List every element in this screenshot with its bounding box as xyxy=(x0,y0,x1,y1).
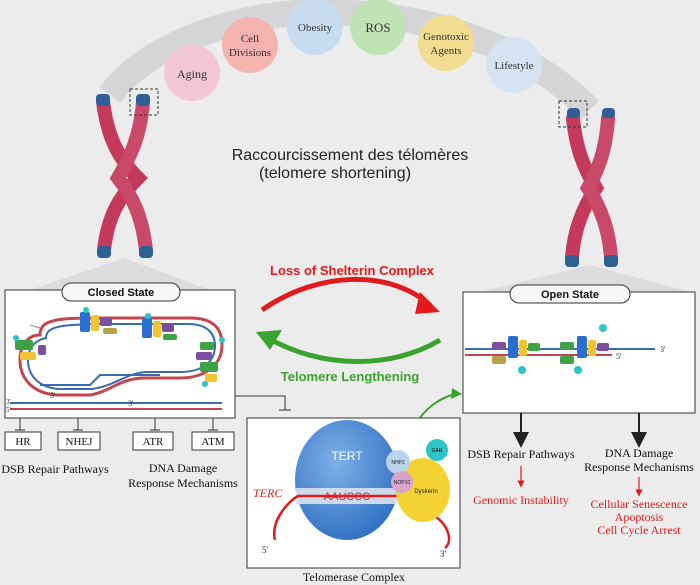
tert-protein xyxy=(295,420,399,540)
open-5-label: 5' xyxy=(616,352,622,361)
atr-label: ATR xyxy=(143,436,164,448)
left-5-label: 5' xyxy=(6,406,11,414)
nop10-label: NOP10 xyxy=(394,480,411,486)
shelterin-complex-4 xyxy=(196,337,225,387)
factor-label-line2: Divisions xyxy=(229,47,271,59)
factor-cell-divisions: Cell Divisions xyxy=(222,17,278,73)
genomic-instability-label: Genomic Instability xyxy=(473,493,569,507)
factor-label: Lifestyle xyxy=(494,60,533,72)
hr-label: HR xyxy=(15,436,31,448)
lengthening-arrow xyxy=(266,335,442,364)
nhp2-label: NHP2 xyxy=(391,460,405,466)
chromosome-left xyxy=(96,88,159,258)
hr-box xyxy=(4,431,42,451)
diagram-title-line1: Raccourcissement des télomères xyxy=(232,147,469,164)
terc-label: TERC xyxy=(253,486,283,500)
factor-genotoxic-agents: Genotoxic Agents xyxy=(418,15,474,71)
closed-damage-group: ATR ATM DNA Damage Response Mechanisms xyxy=(128,431,238,490)
senescence-label: Cellular Senescence xyxy=(591,497,688,511)
chromosome-right xyxy=(558,100,618,267)
dna-damage-caption-1: DNA Damage xyxy=(149,461,217,475)
closed-repair-group: HR NHEJ DSB Repair Pathways xyxy=(1,431,109,476)
factor-bubble xyxy=(164,45,220,101)
strand-3-label: 3' xyxy=(128,399,134,408)
closed-inhibition-lines xyxy=(15,395,291,431)
diagram-title-line2: (telomere shortening) xyxy=(259,165,411,182)
factor-label-line2: Agents xyxy=(430,45,461,57)
telomere-highlight-box xyxy=(558,100,588,128)
nhej-label: NHEJ xyxy=(66,436,94,448)
telomere-highlight-box xyxy=(129,88,159,116)
nhp2-protein xyxy=(386,450,410,474)
factor-label: Aging xyxy=(177,67,207,81)
open-shelterin-2 xyxy=(560,324,609,374)
lengthening-arrowhead xyxy=(256,330,282,350)
factor-label: ROS xyxy=(365,20,390,35)
atr-box xyxy=(132,431,174,451)
open-shelterin-1 xyxy=(492,336,540,374)
gar-label: GAR xyxy=(432,448,443,454)
strand-5-label: 5' xyxy=(50,391,56,400)
open-state-header xyxy=(509,284,631,304)
terc-3-label: 3' xyxy=(440,549,447,559)
dsb-repair-caption: DSB Repair Pathways xyxy=(1,462,109,476)
open-state-title: Open State xyxy=(541,289,599,301)
loss-label: Loss of Shelterin Complex xyxy=(270,263,435,278)
closed-state-panel: Closed State 5' 3' 3' 5' xyxy=(4,282,236,419)
shelterin-complex-3 xyxy=(13,335,46,360)
nhej-box xyxy=(57,431,101,451)
factor-label: Obesity xyxy=(298,22,333,34)
left-3-label: 3' xyxy=(6,398,11,406)
open-ddr-label-1: DNA Damage xyxy=(605,446,673,460)
closed-state-header xyxy=(61,282,181,302)
zoom-wedge-left xyxy=(30,258,210,290)
tert-label: TERT xyxy=(331,449,363,463)
factor-bubble xyxy=(287,0,343,55)
factor-label-line1: Cell xyxy=(241,33,259,45)
factor-bubble xyxy=(486,37,542,93)
dyskerin-label: Dyskerin xyxy=(414,489,437,495)
factor-label-line1: Genotoxic xyxy=(423,31,469,43)
displaced-strand xyxy=(40,374,160,386)
loss-arrowhead xyxy=(415,292,440,314)
factor-bubble xyxy=(418,15,474,71)
factor-aging: Aging xyxy=(164,45,220,101)
shelterin-complex-2 xyxy=(142,313,177,340)
shelterin-complex-1 xyxy=(80,307,117,334)
factor-lifestyle: Lifestyle xyxy=(486,37,542,93)
gar-protein xyxy=(426,439,448,461)
factor-bubble xyxy=(350,0,406,55)
telomerase-caption: Telomerase Complex xyxy=(303,570,405,584)
apoptosis-label: Apoptosis xyxy=(615,510,664,524)
factor-bubble xyxy=(222,17,278,73)
dna-damage-caption-2: Response Mechanisms xyxy=(128,476,238,490)
loss-arrow xyxy=(260,276,432,313)
small-arrowhead xyxy=(451,388,462,399)
atm-label: ATM xyxy=(201,436,224,448)
factor-obesity: Obesity xyxy=(287,0,343,55)
factor-ros: ROS xyxy=(350,0,406,55)
lengthening-label: Telomere Lengthening xyxy=(281,369,419,384)
open-3-label: 3' xyxy=(660,345,666,354)
open-dsb-label: DSB Repair Pathways xyxy=(467,447,575,461)
atm-box xyxy=(191,431,235,451)
terc-5-label: 5' xyxy=(262,545,269,555)
nop10-protein xyxy=(391,471,413,493)
open-ddr-label-2: Response Mechanisms xyxy=(584,460,694,474)
telomerase-panel: TERT AAUCCC TERC 5' 3' Dyskerin NHP2 NOP… xyxy=(246,417,461,569)
open-state-panel: Open State 3' 5' xyxy=(462,284,696,414)
closed-state-title: Closed State xyxy=(88,287,155,299)
cell-cycle-arrest-label: Cell Cycle Arrest xyxy=(597,523,681,537)
